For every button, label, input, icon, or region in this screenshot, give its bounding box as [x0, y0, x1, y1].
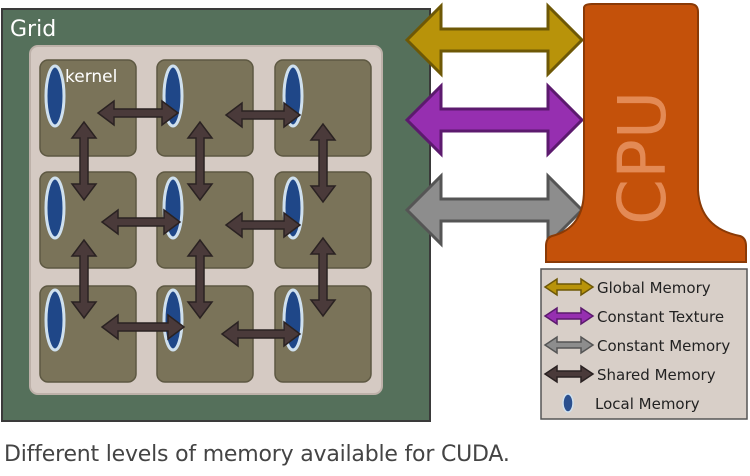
legend-global-label: Global Memory	[597, 279, 711, 297]
shared-memory-arrow	[224, 101, 302, 129]
cpu-shape	[545, 3, 747, 263]
shared-memory-arrow	[186, 238, 214, 320]
legend-local-label: Local Memory	[595, 395, 700, 413]
local-memory-oval	[44, 288, 66, 352]
constant-texture-arrow	[404, 82, 585, 158]
kernel-label: kernel	[65, 67, 117, 87]
grid-label: Grid	[10, 17, 56, 42]
shared-memory-arrow	[70, 238, 98, 320]
legend-constant-icon	[543, 335, 595, 355]
shared-memory-arrow	[100, 313, 186, 341]
shared-memory-arrow	[309, 122, 337, 204]
shared-memory-arrow	[224, 211, 302, 239]
cpu-label: CPU	[604, 91, 681, 225]
legend-global-icon	[543, 277, 595, 297]
legend-constant-texture-icon	[543, 306, 595, 326]
legend-shared-icon	[543, 364, 595, 384]
legend-constant-texture-label: Constant Texture	[597, 308, 724, 326]
shared-memory-arrow	[100, 208, 182, 236]
legend-shared-label: Shared Memory	[597, 366, 716, 384]
legend-constant-label: Constant Memory	[597, 337, 730, 355]
local-memory-oval	[44, 64, 66, 128]
shared-memory-arrow	[186, 120, 214, 202]
shared-memory-arrow	[220, 320, 302, 348]
shared-memory-arrow	[309, 236, 337, 318]
legend-local-icon	[562, 393, 574, 413]
global-memory-arrow	[404, 2, 585, 78]
figure-caption: Different levels of memory available for…	[4, 442, 510, 467]
constant-memory-arrow	[404, 172, 585, 248]
shared-memory-arrow	[70, 120, 98, 202]
shared-memory-arrow	[96, 99, 180, 127]
local-memory-oval	[44, 176, 66, 240]
